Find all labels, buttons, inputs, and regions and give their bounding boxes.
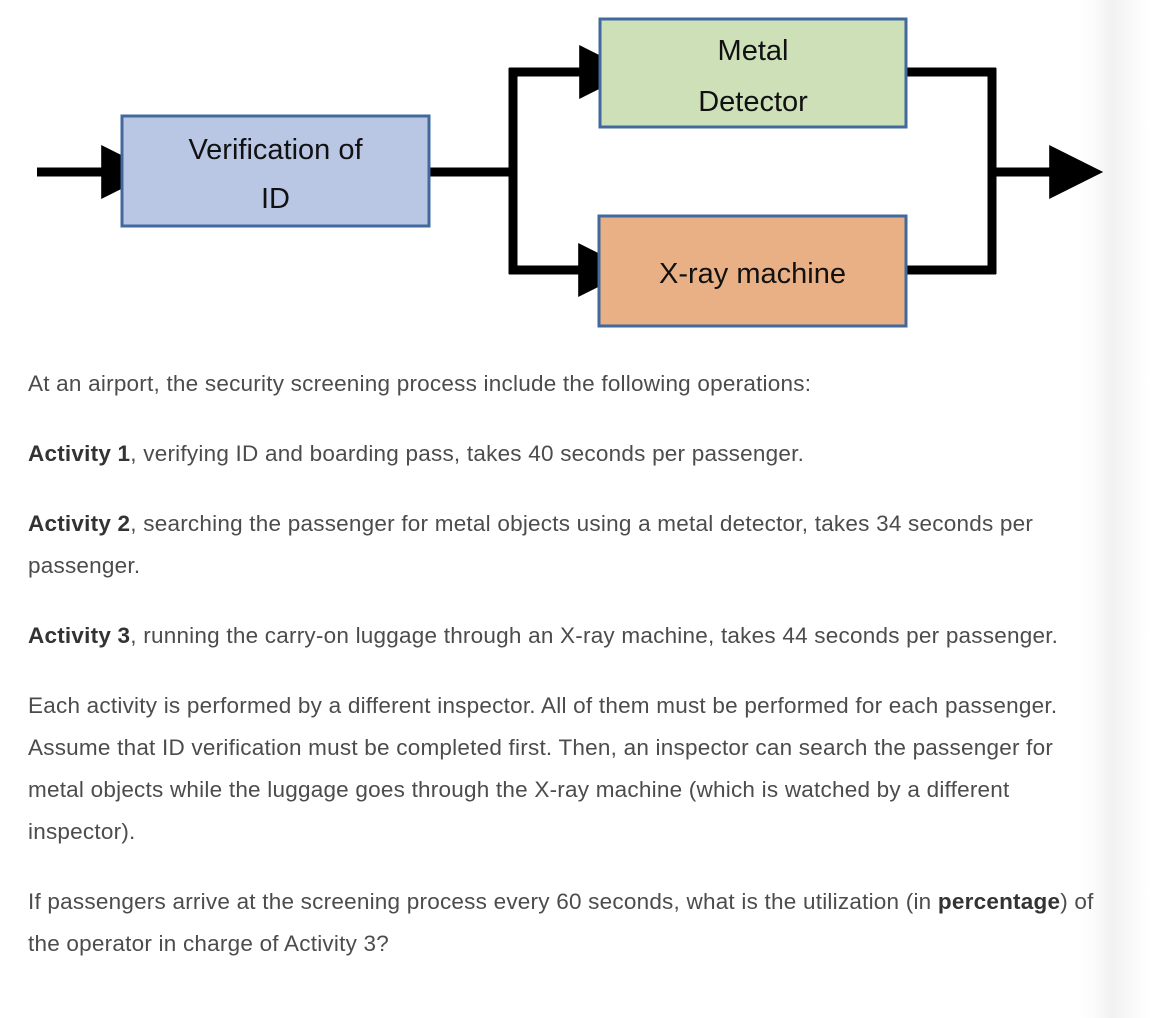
verification-of-id-label-line1: Verification of (188, 134, 363, 166)
activity-1-paragraph: Activity 1, verifying ID and boarding pa… (28, 433, 1114, 475)
intro-text: At an airport, the security screening pr… (28, 371, 812, 396)
activity-2-paragraph: Activity 2, searching the passenger for … (28, 503, 1114, 587)
prompt-text-part2: ) of the operator in charge of Activity … (28, 889, 1094, 956)
prompt-paragraph: If passengers arrive at the screening pr… (28, 881, 1114, 965)
activity-3-description: , running the carry-on luggage through a… (130, 623, 1059, 648)
activity-1-name: Activity 1 (28, 441, 131, 466)
activity-3-name: Activity 3 (28, 623, 131, 648)
metal-detector-label-line1: Metal (718, 35, 789, 67)
prompt-emphasis: percentage (937, 889, 1061, 914)
assumptions-paragraph: Each activity is performed by a differen… (28, 685, 1114, 853)
verification-of-id-label-line2: ID (261, 183, 290, 215)
diagram-box-verification-of-id: Verification of ID (120, 114, 431, 228)
diagram-box-xray-machine: X-ray machine (597, 214, 908, 328)
assumptions-text: Each activity is performed by a differen… (28, 693, 1058, 844)
process-flow-diagram: Verification of ID Metal Detector X-ray … (0, 0, 1150, 350)
question-body: At an airport, the security screening pr… (28, 363, 1114, 965)
metal-detector-label-line2: Detector (698, 86, 808, 118)
activity-2-description: , searching the passenger for metal obje… (28, 511, 1034, 578)
diagram-box-metal-detector: Metal Detector (598, 17, 908, 129)
prompt-text-part1: If passengers arrive at the screening pr… (28, 889, 938, 914)
xray-machine-label-line1: X-ray machine (659, 258, 846, 290)
activity-1-description: , verifying ID and boarding pass, takes … (130, 441, 805, 466)
intro-paragraph: At an airport, the security screening pr… (28, 363, 1114, 405)
activity-2-name: Activity 2 (28, 511, 131, 536)
activity-3-paragraph: Activity 3, running the carry-on luggage… (28, 615, 1114, 657)
